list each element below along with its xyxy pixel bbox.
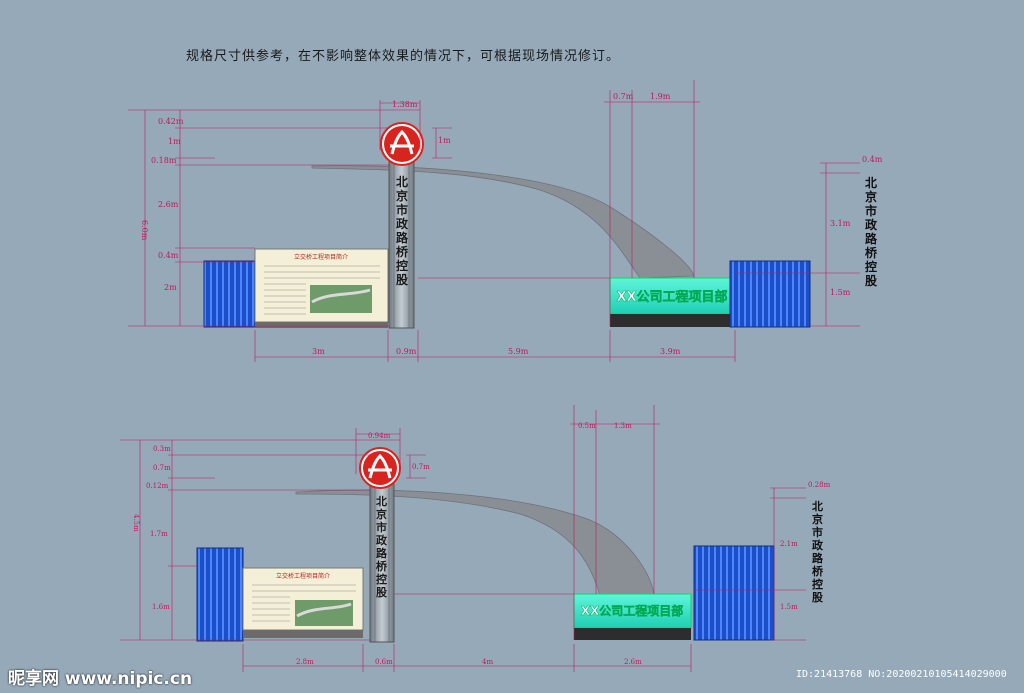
bottom-project-sign-text: XX公司工程项目部 bbox=[581, 603, 684, 618]
bottom-cn-2: 市 bbox=[376, 520, 387, 534]
bottom-dim-012: 0.12m bbox=[146, 482, 169, 490]
top-project-sign-text: XX公司工程项目部 bbox=[616, 289, 727, 305]
bottom-dim-16: 1.6m bbox=[152, 603, 170, 611]
watermark-logo: 昵享网 www.nipic.cn bbox=[8, 669, 193, 689]
bottom-dim-13: 1.3m bbox=[614, 422, 632, 430]
top-elevation: 立交桥工程项目简介 北 京 市 政 路 桥 控 股 XX bbox=[128, 80, 883, 362]
bottom-cn-7: 股 bbox=[376, 586, 388, 599]
bottom-project-sign bbox=[573, 593, 692, 629]
top-cn-6: 控 bbox=[396, 258, 408, 273]
top-dim-39: 3.9m bbox=[660, 347, 681, 356]
spec-note: 规格尺寸供参考，在不影响整体效果的情况下，可根据现场情况修订。 bbox=[186, 49, 621, 64]
bottom-rcn-3: 政 bbox=[812, 538, 824, 552]
top-cn-5: 桥 bbox=[396, 244, 409, 259]
top-dim-19: 1.9m bbox=[650, 92, 671, 101]
bottom-rcn-0: 北 bbox=[812, 499, 823, 513]
bottom-elevation: 立交桥工程项目简介 北 京 市 政 路 桥 控 股 XX公司工程项目部 北 bbox=[120, 405, 831, 672]
top-dim-board: 3m bbox=[312, 347, 325, 356]
bottom-cn-3: 政 bbox=[376, 533, 388, 547]
top-dim-logo-1m: 1m bbox=[438, 136, 451, 145]
top-dim-59: 5.9m bbox=[508, 347, 529, 356]
top-rcn-5: 桥 bbox=[865, 245, 878, 260]
top-cn-0: 北 bbox=[396, 174, 408, 189]
watermark-id: ID:21413768 NO:20200210105414029000 bbox=[796, 669, 1007, 680]
bottom-rcn-4: 路 bbox=[812, 551, 824, 565]
bottom-dim-26: 2.6m bbox=[624, 658, 642, 666]
top-dim-2m: 2m bbox=[164, 283, 177, 292]
top-rcn-7: 股 bbox=[865, 273, 878, 288]
top-cn-4: 路 bbox=[396, 230, 409, 245]
top-dim-04: 0.4m bbox=[158, 251, 179, 260]
top-cn-2: 市 bbox=[396, 202, 408, 217]
top-dim-09: 0.9m bbox=[396, 347, 417, 356]
bottom-dim-05: 0.5m bbox=[578, 422, 596, 430]
top-right-company-name: 北 京 市 政 路 桥 控 股 bbox=[865, 175, 878, 288]
bottom-cn-5: 桥 bbox=[376, 559, 388, 573]
bottom-cn-6: 控 bbox=[376, 572, 387, 586]
top-right-wall bbox=[729, 260, 811, 328]
bottom-right-wall bbox=[693, 545, 775, 641]
bottom-dim-4: 4m bbox=[482, 658, 493, 666]
top-rcn-1: 京 bbox=[865, 189, 877, 204]
top-dim-07: 0.7m bbox=[613, 92, 634, 101]
bottom-dim-r15: 1.5m bbox=[780, 603, 798, 611]
bottom-cn-1: 京 bbox=[376, 507, 387, 521]
bottom-right-company-name: 北 京 市 政 路 桥 控 股 bbox=[812, 499, 824, 604]
top-cn-1: 京 bbox=[396, 188, 408, 203]
top-dim-pillar-width: 1.38m bbox=[392, 100, 418, 109]
bottom-rcn-6: 控 bbox=[812, 577, 823, 591]
bottom-rcn-5: 桥 bbox=[812, 564, 824, 578]
bottom-company-name: 北 京 市 政 路 桥 控 股 bbox=[376, 494, 388, 599]
bottom-dim-total: 4.5m bbox=[132, 514, 140, 532]
top-dim-26: 2.6m bbox=[158, 200, 179, 209]
bottom-left-wall bbox=[196, 547, 244, 642]
top-arc-beam bbox=[311, 165, 695, 279]
bottom-dim-board: 2.8m bbox=[296, 658, 314, 666]
top-dim-r04: 0.4m bbox=[862, 155, 883, 164]
top-rcn-3: 政 bbox=[865, 217, 878, 232]
bottom-dim-r21: 2.1m bbox=[780, 540, 798, 548]
bottom-dim-17: 1.7m bbox=[150, 530, 168, 538]
top-board-title: 立交桥工程项目简介 bbox=[294, 253, 348, 261]
top-dim-1m: 1m bbox=[168, 137, 181, 146]
top-dim-r31: 3.1m bbox=[830, 219, 851, 228]
top-rcn-4: 路 bbox=[865, 231, 878, 246]
bottom-board-title: 立交桥工程项目简介 bbox=[276, 572, 330, 580]
top-dim-042: 0.42m bbox=[158, 117, 184, 126]
bottom-rcn-2: 市 bbox=[812, 525, 823, 539]
bottom-dim-06: 0.6m bbox=[375, 658, 393, 666]
top-dim-total: 6.0m bbox=[140, 220, 149, 241]
bottom-rcn-7: 股 bbox=[812, 591, 824, 604]
bottom-dim-logo-07: 0.7m bbox=[412, 463, 430, 471]
top-project-sign bbox=[609, 277, 736, 315]
bottom-dim-07: 0.7m bbox=[153, 464, 171, 472]
top-company-name: 北 京 市 政 路 桥 控 股 bbox=[396, 174, 409, 287]
bottom-cn-4: 路 bbox=[376, 546, 388, 560]
top-rcn-6: 控 bbox=[865, 259, 877, 274]
top-left-wall bbox=[203, 260, 256, 328]
top-dim-r15: 1.5m bbox=[830, 288, 851, 297]
bottom-rcn-1: 京 bbox=[812, 512, 823, 526]
bottom-dim-03: 0.3m bbox=[153, 445, 171, 453]
bottom-cn-0: 北 bbox=[376, 494, 387, 508]
bottom-pillar bbox=[369, 473, 395, 643]
bottom-dim-pillar-width: 0.94m bbox=[368, 432, 391, 440]
top-cn-7: 股 bbox=[396, 272, 409, 287]
top-cn-3: 政 bbox=[396, 216, 409, 231]
top-dim-018: 0.18m bbox=[151, 156, 177, 165]
top-pillar bbox=[388, 149, 415, 329]
top-rcn-0: 北 bbox=[865, 175, 877, 190]
top-rcn-2: 市 bbox=[865, 203, 877, 218]
bottom-dim-r028: 0.28m bbox=[808, 481, 831, 489]
